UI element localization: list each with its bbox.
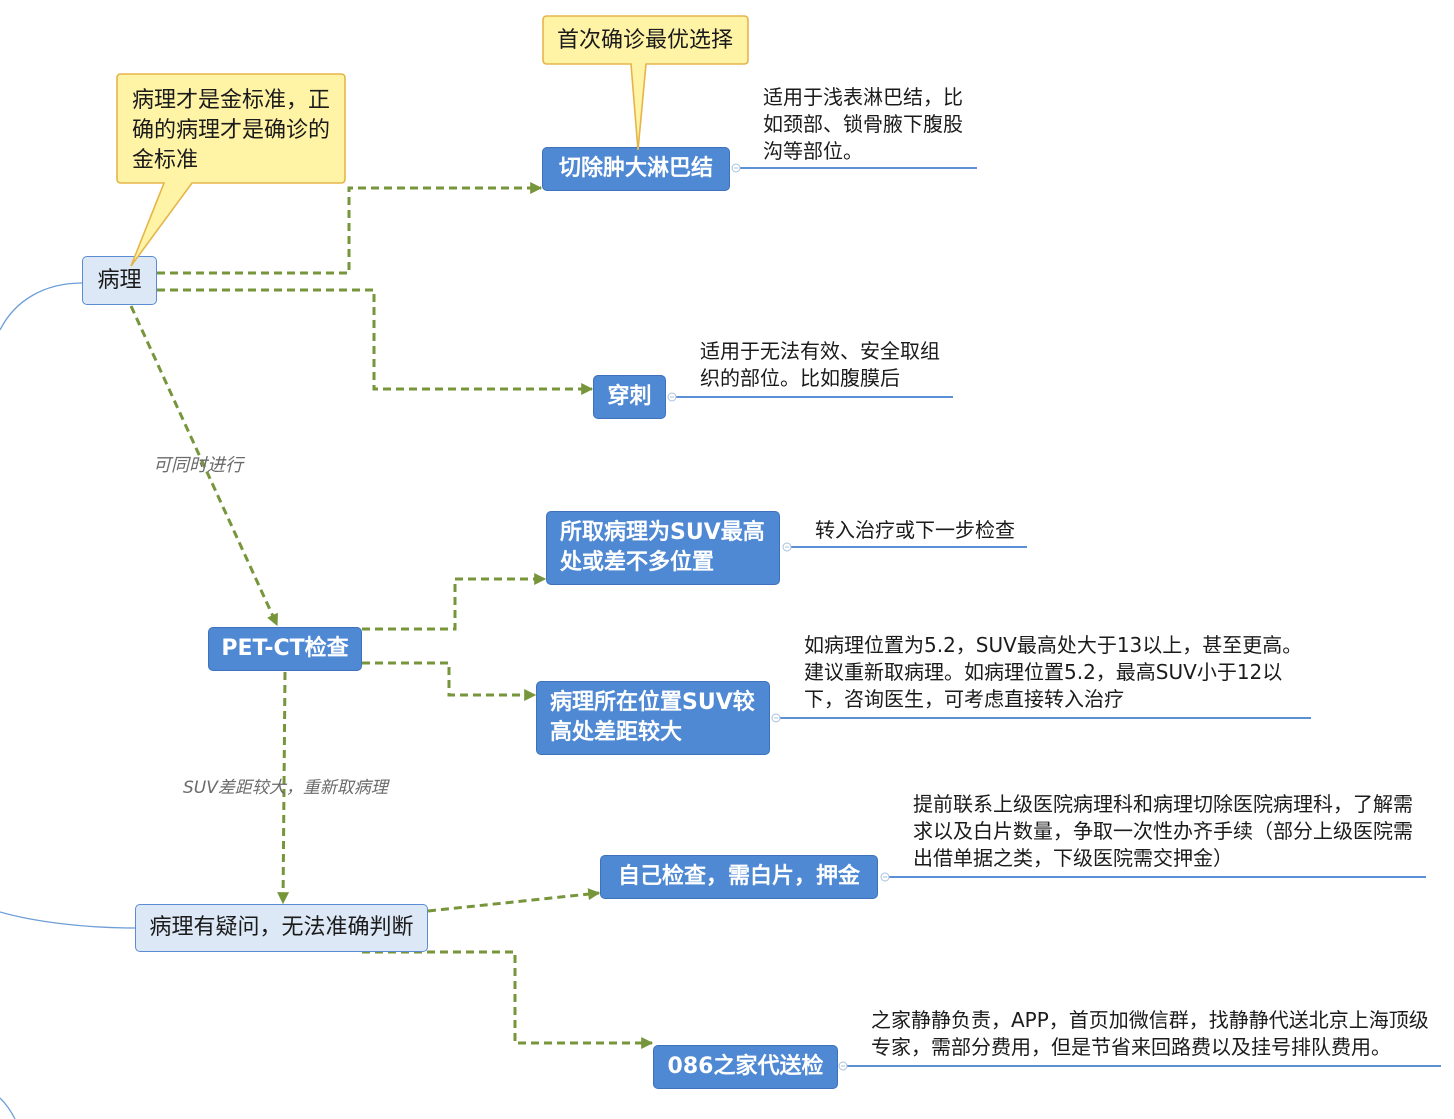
collapse-toggle-icon[interactable] — [771, 713, 781, 723]
branch-line-pathology-doubt — [0, 911, 136, 929]
topic-suv-match[interactable]: 所取病理为SUV最高 处或差不多位置 — [546, 511, 780, 585]
note-line: 适用于无法有效、安全取组 — [700, 339, 940, 363]
note-line: 专家，需部分费用，但是节省来回路费以及挂号排队费用。 — [871, 1035, 1391, 1059]
collapse-toggle-icon[interactable] — [667, 392, 677, 402]
note-line: 适用于浅表淋巴结，比 — [763, 85, 963, 109]
note-suv-gap[interactable]: 如病理位置为5.2，SUV最高处大于13以上，甚至更高。 建议重新取病理。如病理… — [804, 632, 1302, 713]
callout-line: 确的病理才是确诊的 — [132, 118, 331, 143]
topic-puncture[interactable]: 穿刺 — [593, 375, 666, 419]
topic-label: 切除肿大淋巴结 — [558, 156, 713, 181]
note-line: 之家静静负责，APP，首页加微信群，找静静代送北京上海顶级 — [871, 1008, 1429, 1032]
note-excision[interactable]: 适用于浅表淋巴结，比 如颈部、锁骨腋下腹股 沟等部位。 — [763, 84, 963, 165]
note-line: 出借单据之类，下级医院需交押金） — [913, 846, 1233, 870]
topic-pathology-doubt[interactable]: 病理有疑问，无法准确判断 — [135, 904, 428, 952]
note-line: 求以及白片数量，争取一次性办齐手续（部分上级医院需 — [913, 819, 1413, 843]
topic-label: 病理所在位置SUV较 — [550, 690, 755, 715]
note-line: 下，咨询医生，可考虑直接转入治疗 — [804, 687, 1124, 711]
note-line: 建议重新取病理。如病理位置5.2，最高SUV小于12以 — [804, 660, 1283, 684]
connector-doubt-to-self-check — [427, 888, 601, 913]
topic-label: 高处差距较大 — [550, 720, 683, 745]
branch-line-pathology — [0, 282, 83, 331]
topic-label: 病理 — [97, 267, 142, 293]
connector-pet-ct-to-suv-match — [362, 573, 547, 631]
topic-delivery[interactable]: 086之家代送检 — [653, 1045, 838, 1089]
note-line: 织的部位。比如腹膜后 — [700, 366, 900, 390]
topic-label: PET-CT检查 — [221, 636, 349, 661]
callout-line: 病理才是金标准，正 — [132, 88, 331, 113]
topic-label: 处或差不多位置 — [560, 550, 715, 575]
topic-self-check[interactable]: 自己检查，需白片，押金 — [600, 855, 878, 899]
callout-gold-standard-text[interactable]: 病理才是金标准，正 确的病理才是确诊的 金标准 — [132, 86, 330, 176]
topic-label: 病理有疑问，无法准确判断 — [149, 915, 414, 940]
callout-line: 金标准 — [132, 148, 199, 173]
connector-doubt-to-delivery — [362, 950, 654, 1049]
topic-label: 自己检查，需白片，押金 — [617, 864, 860, 889]
connector-pet-ct-to-suv-gap — [362, 661, 537, 701]
relationship-label-resample: SUV差距较大，重新取病理 — [183, 778, 388, 798]
collapse-toggle-icon[interactable] — [782, 542, 792, 552]
note-line: 如病理位置为5.2，SUV最高处大于13以上，甚至更高。 — [804, 633, 1303, 657]
topic-pathology[interactable]: 病理 — [82, 256, 157, 305]
note-suv-match[interactable]: 转入治疗或下一步检查 — [815, 517, 1015, 544]
note-line: 沟等部位。 — [763, 139, 863, 163]
topic-label: 所取病理为SUV最高 — [560, 520, 765, 545]
note-line: 转入治疗或下一步检查 — [815, 518, 1015, 542]
collapse-toggle-icon[interactable] — [838, 1061, 848, 1071]
note-line: 提前联系上级医院病理科和病理切除医院病理科，了解需 — [913, 792, 1413, 816]
note-self-check[interactable]: 提前联系上级医院病理科和病理切除医院病理科，了解需 求以及白片数量，争取一次性办… — [913, 791, 1413, 872]
connector-pathology-to-pet-ct — [129, 305, 279, 627]
topic-excision[interactable]: 切除肿大淋巴结 — [542, 147, 730, 191]
branch-line-bottom — [0, 1097, 16, 1119]
topic-label: 穿刺 — [607, 384, 652, 409]
connector-pathology-to-puncture — [157, 288, 594, 395]
topic-suv-gap[interactable]: 病理所在位置SUV较 高处差距较大 — [536, 681, 770, 755]
note-line: 如颈部、锁骨腋下腹股 — [763, 112, 963, 136]
note-delivery[interactable]: 之家静静负责，APP，首页加微信群，找静静代送北京上海顶级 专家，需部分费用，但… — [871, 1007, 1429, 1061]
topic-pet-ct[interactable]: PET-CT检查 — [208, 627, 362, 671]
collapse-toggle-icon[interactable] — [731, 163, 741, 173]
collapse-toggle-icon[interactable] — [880, 872, 890, 882]
callout-line: 首次确诊最优选择 — [557, 28, 734, 53]
note-puncture[interactable]: 适用于无法有效、安全取组 织的部位。比如腹膜后 — [700, 338, 940, 392]
callout-first-choice-text[interactable]: 首次确诊最优选择 — [557, 26, 733, 56]
connector-pathology-to-excision — [157, 182, 543, 275]
relationship-label-parallel: 可同时进行 — [153, 455, 243, 476]
topic-label: 086之家代送检 — [667, 1054, 824, 1079]
